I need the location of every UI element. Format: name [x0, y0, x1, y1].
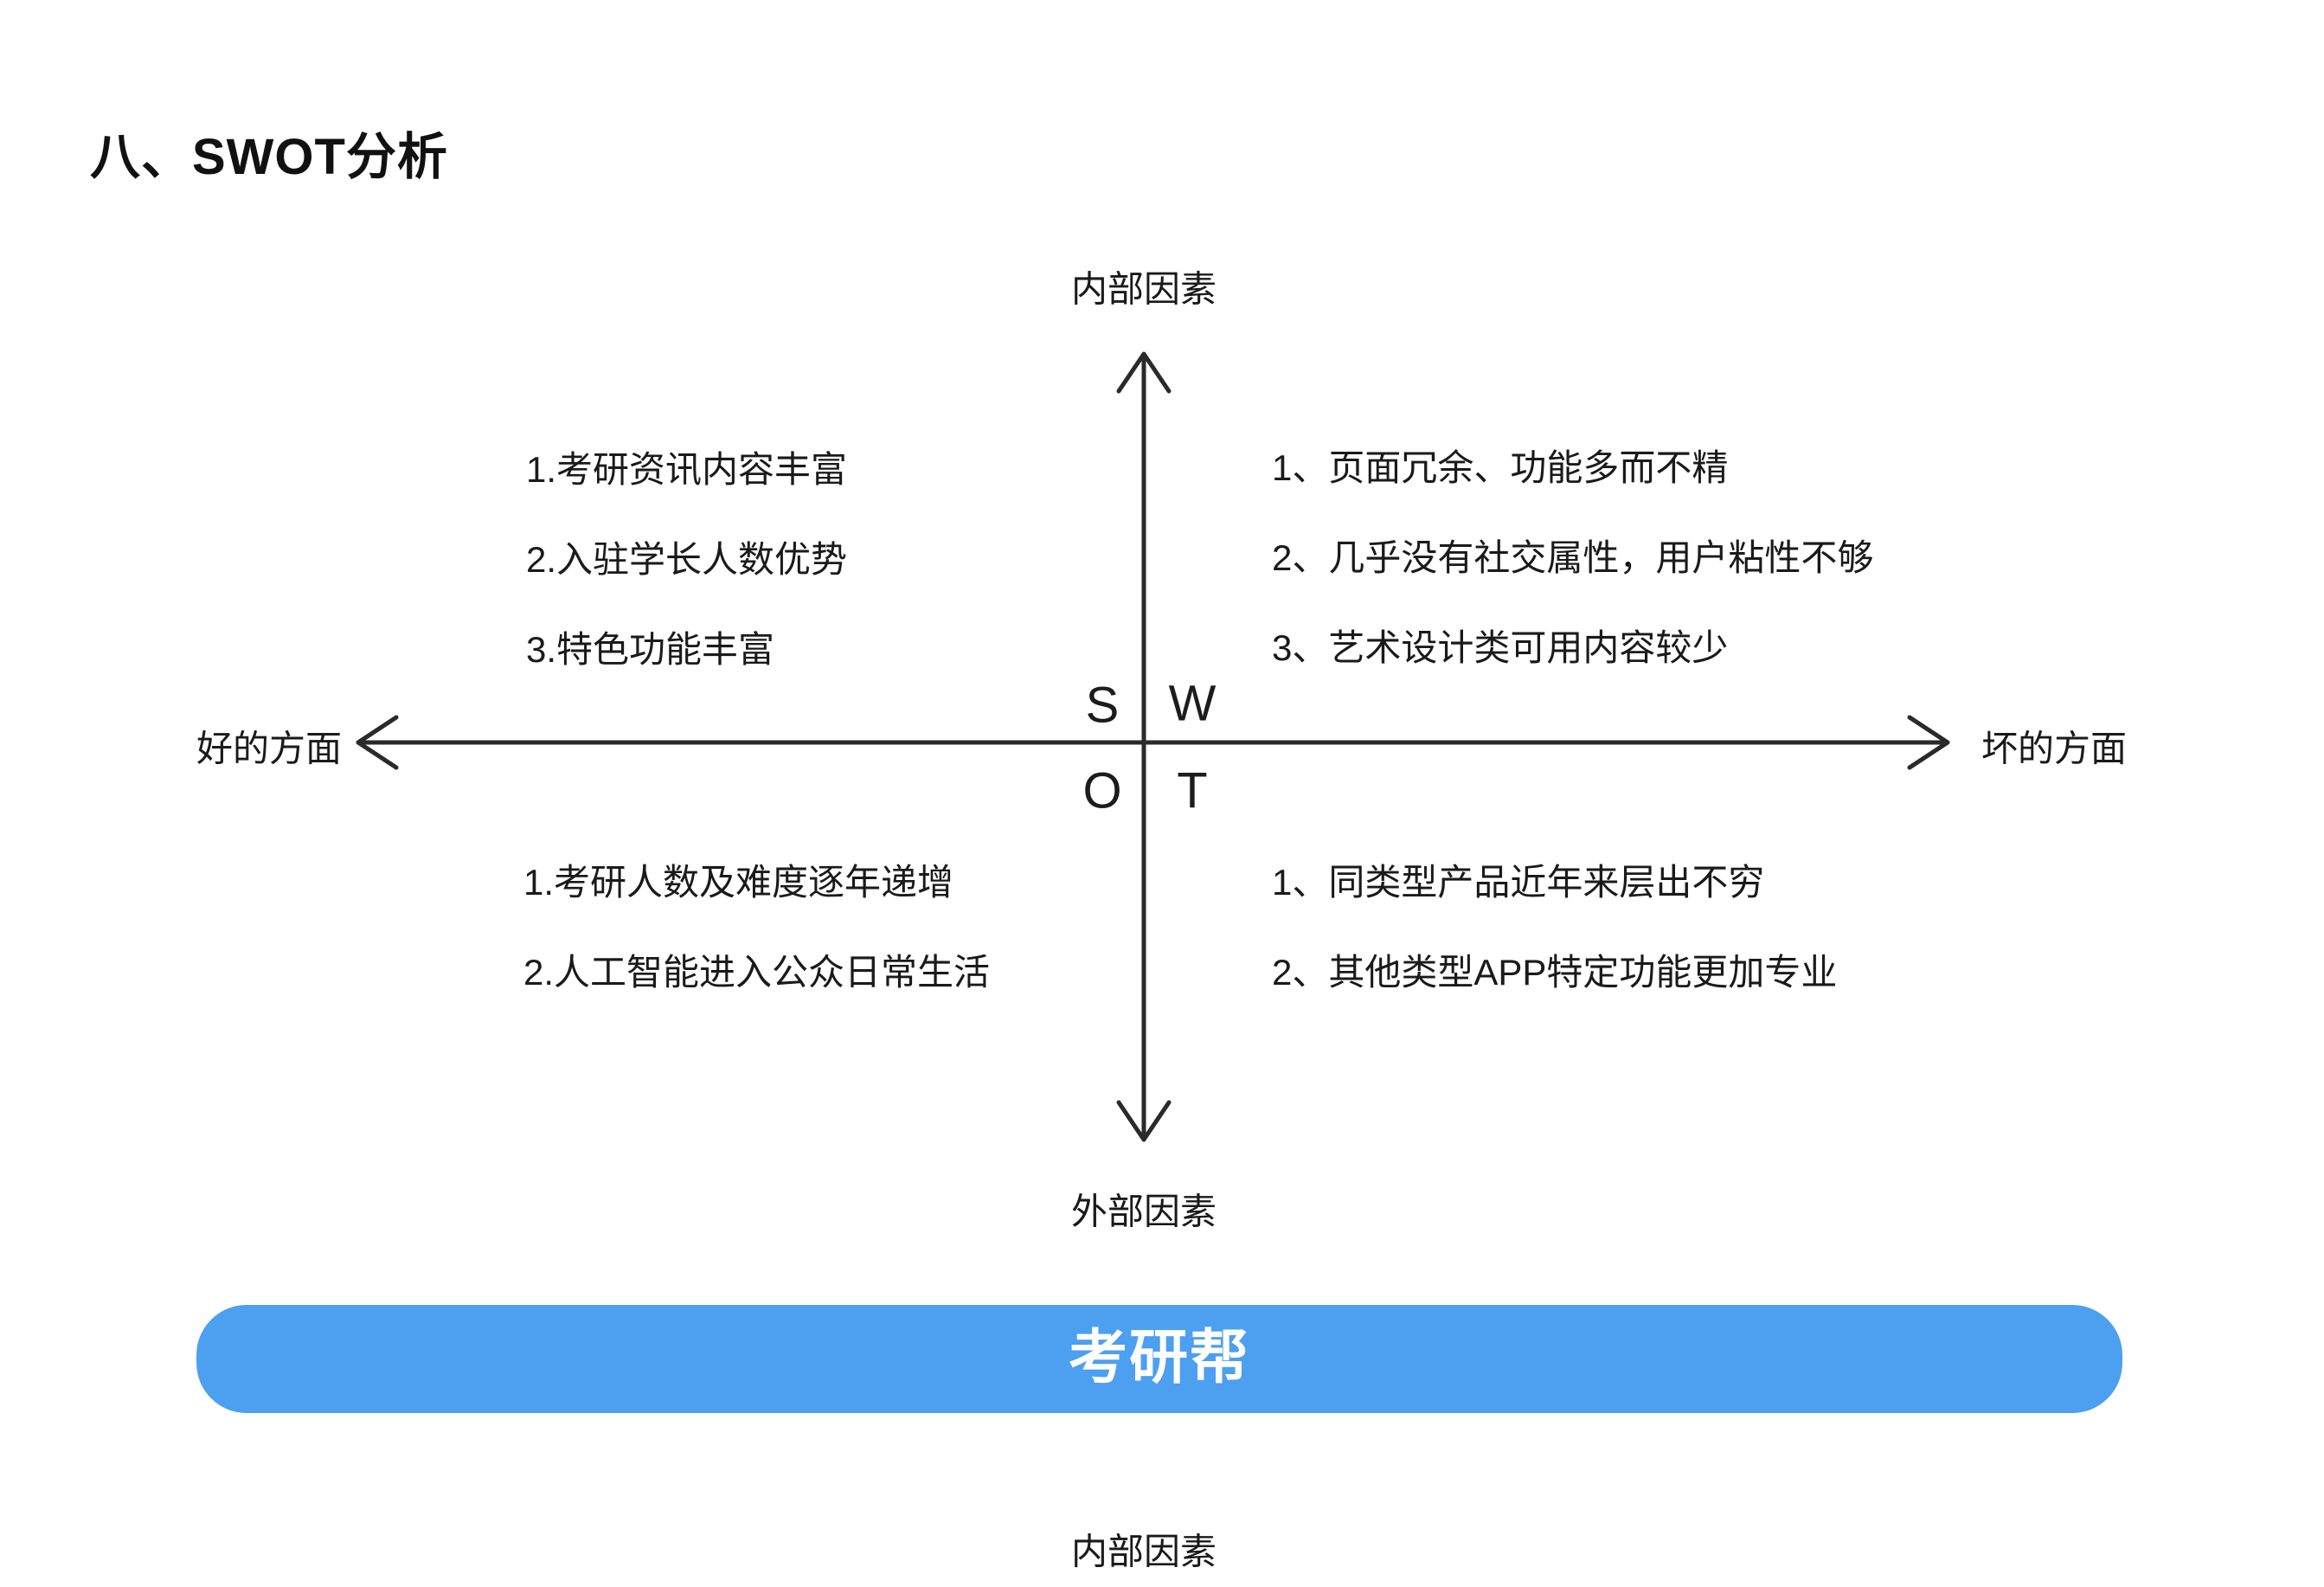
- arrow-right-icon: [1907, 715, 1950, 770]
- arrow-left-icon: [356, 715, 399, 770]
- next-section-label: 内部因素: [1070, 1531, 1217, 1572]
- letter-w: W: [1168, 675, 1217, 732]
- letter-s: S: [1085, 677, 1120, 734]
- threats-list: 1、同类型产品近年来层出不穷 2、其他类型APP特定功能更加专业: [1272, 862, 1837, 1042]
- opportunities-list: 1.考研人数及难度逐年递增 2.人工智能进入公众日常生活: [523, 862, 990, 1042]
- list-item: 1、页面冗余、功能多而不精: [1272, 447, 1729, 488]
- bad-aspects-label: 坏的方面: [1981, 728, 2128, 769]
- app-banner-label: 考研帮: [1068, 1325, 1250, 1391]
- arrow-down-icon: [1116, 1100, 1172, 1142]
- page-title: 八、SWOT分析: [90, 129, 448, 185]
- list-item: 2.人工智能进入公众日常生活: [523, 952, 991, 993]
- list-item: 2、几乎没有社交属性，用户粘性不够: [1272, 537, 1874, 578]
- letter-o: O: [1082, 762, 1122, 819]
- list-item: 1.考研资讯内容丰富: [526, 449, 848, 490]
- external-factors-label: 外部因素: [1070, 1191, 1217, 1232]
- strengths-list: 1.考研资讯内容丰富 2.入驻学长人数优势 3.特色功能丰富: [526, 449, 847, 719]
- good-aspects-label: 好的方面: [196, 728, 343, 769]
- list-item: 2.入驻学长人数优势: [526, 539, 848, 580]
- list-item: 2、其他类型APP特定功能更加专业: [1272, 952, 1838, 993]
- list-item: 1.考研人数及难度逐年递增: [523, 862, 954, 903]
- list-item: 1、同类型产品近年来层出不穷: [1272, 862, 1765, 903]
- internal-factors-label: 内部因素: [1070, 268, 1217, 310]
- list-item: 3、艺术设计类可用内容较少: [1272, 627, 1729, 668]
- weaknesses-list: 1、页面冗余、功能多而不精 2、几乎没有社交属性，用户粘性不够 3、艺术设计类可…: [1272, 447, 1873, 717]
- list-item: 3.特色功能丰富: [526, 629, 775, 670]
- arrow-up-icon: [1116, 351, 1172, 394]
- app-banner: 考研帮: [196, 1305, 2122, 1413]
- letter-t: T: [1177, 762, 1208, 819]
